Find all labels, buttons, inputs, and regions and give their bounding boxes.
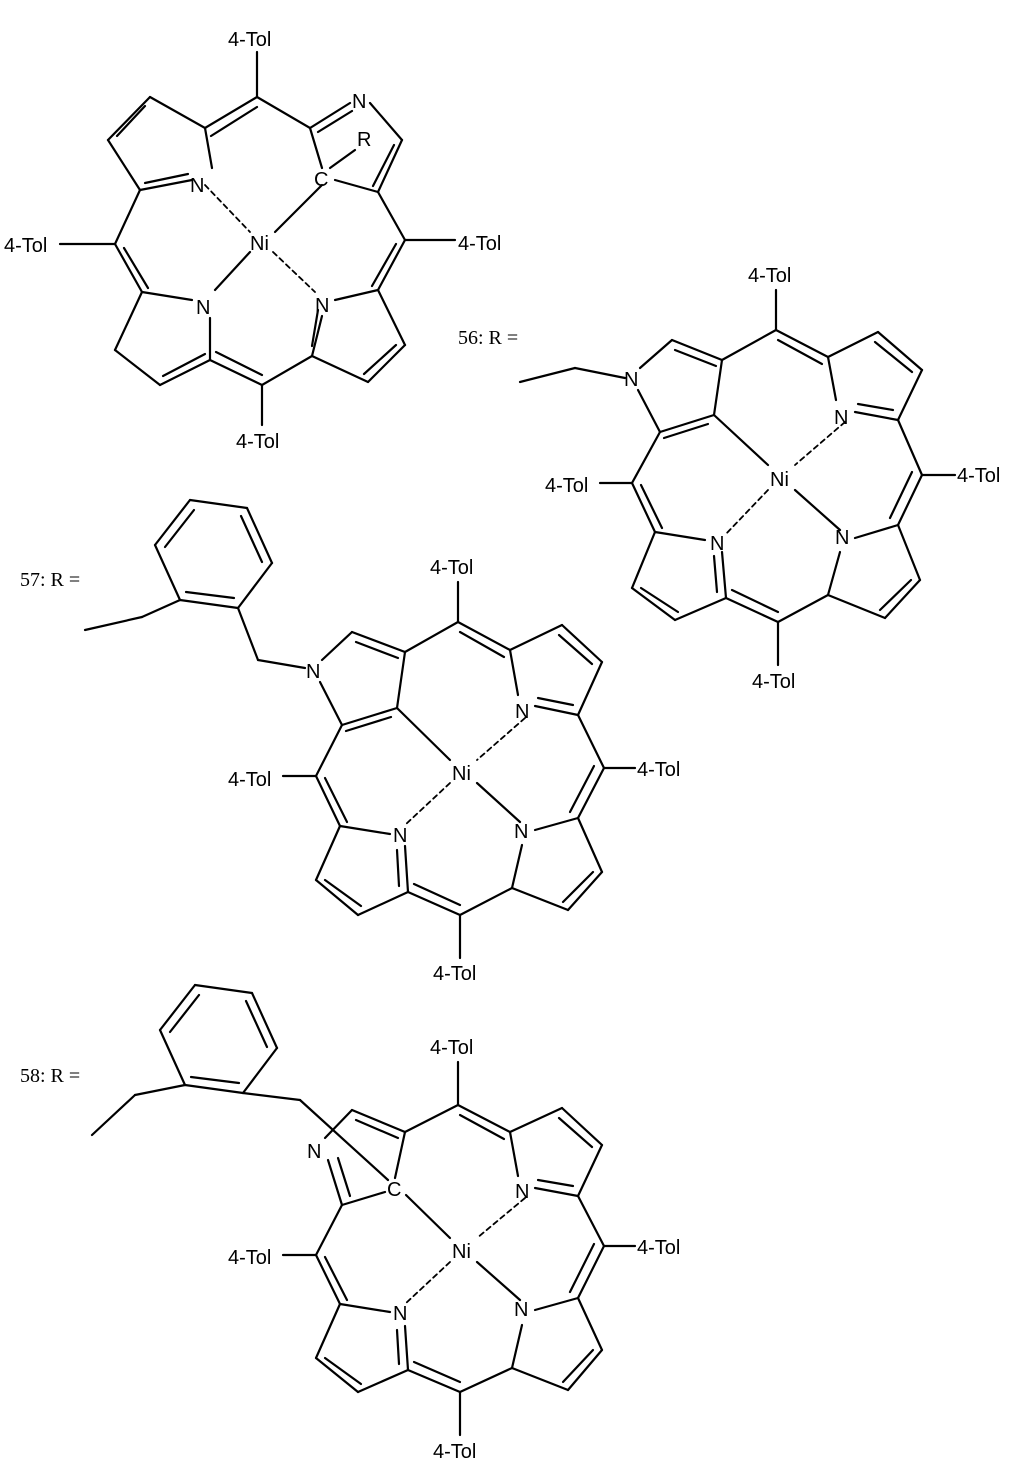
compound-56-caption: 56: R = — [458, 327, 518, 349]
substituent-label: 4-Tol — [433, 963, 476, 985]
nitrogen-label: N — [393, 825, 407, 847]
substituent-label: 4-Tol — [637, 1237, 680, 1259]
nitrogen-label: N — [834, 407, 848, 429]
substituent-label: 4-Tol — [228, 769, 271, 791]
substituent-label: 4-Tol — [236, 431, 279, 453]
nitrogen-label: N — [393, 1303, 407, 1325]
nitrogen-label: N — [514, 821, 528, 843]
nitrogen-label: N — [835, 527, 849, 549]
carbon-label: C — [314, 169, 328, 191]
substituent-label: 4-Tol — [957, 465, 1000, 487]
metal-label: Ni — [250, 233, 269, 255]
substituent-label: 4-Tol — [4, 235, 47, 257]
r-group-label: R — [357, 129, 371, 151]
metal-label: Ni — [770, 469, 789, 491]
structure-generic: 4-Tol 4-Tol 4-Tol 4-Tol N N N N C R Ni — [4, 29, 501, 453]
nitrogen-label: N — [190, 175, 204, 197]
substituent-label: 4-Tol — [430, 557, 473, 579]
nitrogen-label: N — [514, 1299, 528, 1321]
substituent-label: 4-Tol — [748, 265, 791, 287]
nitrogen-label: N — [307, 1141, 321, 1163]
nitrogen-label: N — [196, 297, 210, 319]
structure-58: 58: R = — [20, 983, 680, 1463]
metal-label: Ni — [452, 763, 471, 785]
substituent-label: 4-Tol — [458, 233, 501, 255]
nitrogen-label: N — [515, 1181, 529, 1203]
substituent-label: 4-Tol — [545, 475, 588, 497]
carbon-label: C — [387, 1179, 401, 1201]
nitrogen-label: N — [315, 295, 329, 317]
structure-56: 56: R = — [458, 265, 1000, 693]
compound-58-caption: 58: R = — [20, 1065, 80, 1087]
substituent-label: 4-Tol — [752, 671, 795, 693]
nitrogen-label: N — [515, 701, 529, 723]
structure-57: 57: R = — [20, 498, 680, 985]
substituent-label: 4-Tol — [433, 1441, 476, 1463]
metal-label: Ni — [452, 1241, 471, 1263]
nitrogen-label: N — [306, 661, 320, 683]
substituent-label: 4-Tol — [228, 1247, 271, 1269]
nitrogen-label: N — [352, 91, 366, 113]
nitrogen-label: N — [624, 369, 638, 391]
substituent-label: 4-Tol — [228, 29, 271, 51]
nitrogen-label: N — [710, 533, 724, 555]
substituent-label: 4-Tol — [637, 759, 680, 781]
substituent-label: 4-Tol — [430, 1037, 473, 1059]
compound-57-caption: 57: R = — [20, 569, 80, 591]
